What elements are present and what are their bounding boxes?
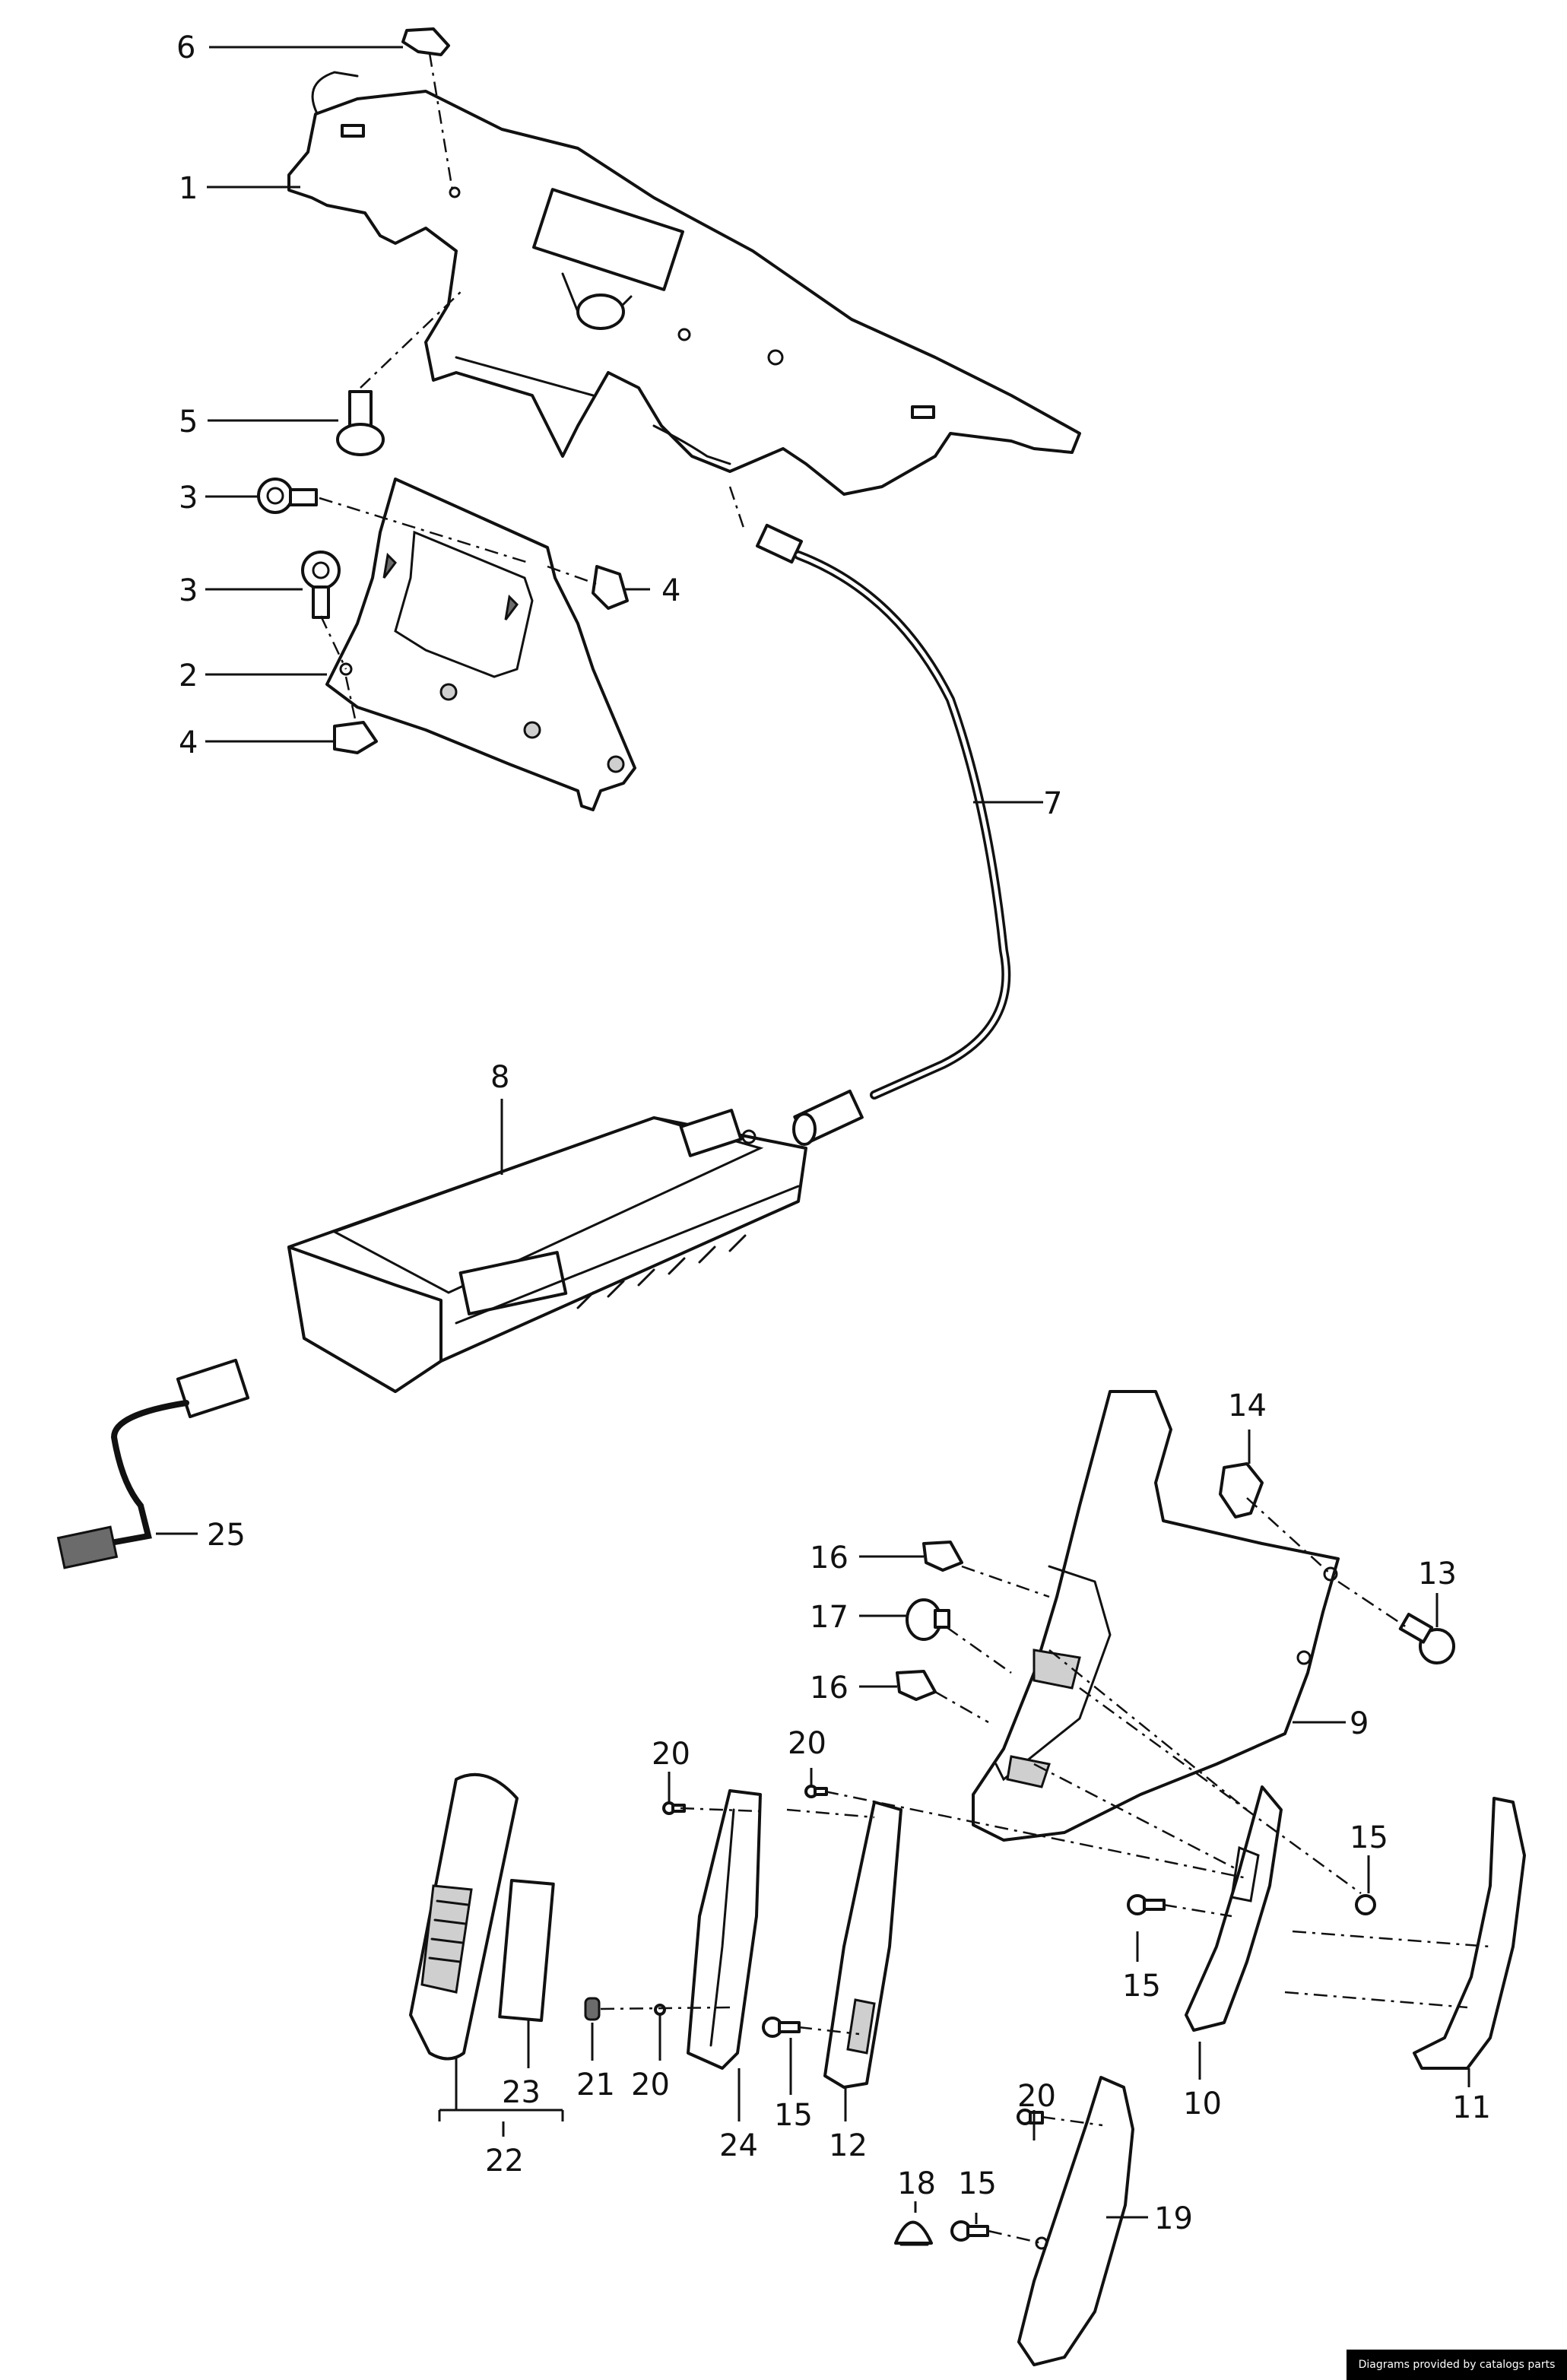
callout-16-top: 16 xyxy=(810,1541,849,1576)
part-8-control-unit xyxy=(287,1109,807,1393)
part-21-spring xyxy=(584,1997,601,2021)
callout-5: 5 xyxy=(179,405,198,440)
callout-9: 9 xyxy=(1350,1706,1369,1741)
callout-3-bottom: 3 xyxy=(179,573,198,608)
part-6-clip xyxy=(401,27,450,56)
part-18-cap xyxy=(894,2220,933,2246)
callout-labels: 6 1 5 3 3 4 2 4 7 8 25 14 13 16 17 16 9 … xyxy=(176,30,1491,2236)
callout-15-right: 15 xyxy=(1350,1820,1388,1855)
callout-10: 10 xyxy=(1183,2086,1222,2121)
callout-12: 12 xyxy=(829,2128,868,2163)
part-5-bolt xyxy=(336,390,385,456)
callout-14: 14 xyxy=(1228,1388,1267,1423)
callout-25: 25 xyxy=(207,1518,246,1553)
part-19-lower-trim xyxy=(1017,2076,1134,2366)
callout-24: 24 xyxy=(719,2128,758,2163)
callout-4-left: 4 xyxy=(179,725,198,760)
callout-18: 18 xyxy=(897,2166,936,2201)
part-15-screws xyxy=(762,1894,1376,2242)
part-2-frame xyxy=(325,478,636,811)
callout-20-c: 20 xyxy=(631,2067,670,2102)
callout-8: 8 xyxy=(490,1060,509,1095)
credit-banner: Diagrams provided by catalogs parts xyxy=(1347,2350,1567,2380)
part-25-harness xyxy=(56,1358,250,1569)
part-13-screw xyxy=(1398,1612,1455,1664)
leader-lines xyxy=(156,46,1470,2224)
part-4-nuts xyxy=(333,565,629,754)
part-1-bracket xyxy=(287,71,1081,496)
callout-22: 22 xyxy=(485,2144,524,2178)
part-10-bracket xyxy=(1185,1785,1283,2032)
callout-4-right: 4 xyxy=(661,573,680,608)
callout-17: 17 xyxy=(810,1600,849,1635)
callout-20-b: 20 xyxy=(788,1726,826,1761)
part-23-cover xyxy=(498,1878,555,2023)
part-24-cradle xyxy=(687,1789,762,2070)
part-7-cable xyxy=(756,523,1011,1146)
callout-16-bottom: 16 xyxy=(810,1671,849,1706)
callout-15-bottom: 15 xyxy=(958,2166,997,2201)
part-11-trim xyxy=(1413,1797,1526,2070)
callout-15-mid: 15 xyxy=(1122,1969,1161,2004)
part-14-clip xyxy=(1219,1462,1264,1518)
callout-11: 11 xyxy=(1452,2090,1491,2125)
callout-19: 19 xyxy=(1154,2201,1193,2236)
part-17-grommet xyxy=(906,1598,950,1641)
callout-15-left: 15 xyxy=(774,2098,813,2133)
part-16-clips xyxy=(896,1541,963,1701)
callout-20-d: 20 xyxy=(1017,2079,1056,2114)
part-12-plate xyxy=(823,1801,902,2089)
callout-23: 23 xyxy=(502,2075,541,2110)
callout-1: 1 xyxy=(179,171,198,206)
part-3-bolts xyxy=(257,478,341,619)
callout-7: 7 xyxy=(1043,786,1062,821)
callout-13: 13 xyxy=(1418,1557,1457,1591)
callout-2: 2 xyxy=(179,658,198,693)
callout-20-a: 20 xyxy=(652,1737,690,1772)
part-22-handset xyxy=(409,1772,519,2061)
part-9-panel xyxy=(972,1390,1340,1842)
assembly-lines xyxy=(319,52,1491,2245)
callout-6: 6 xyxy=(176,30,195,65)
callout-3-top: 3 xyxy=(179,481,198,516)
callout-21: 21 xyxy=(576,2067,615,2102)
